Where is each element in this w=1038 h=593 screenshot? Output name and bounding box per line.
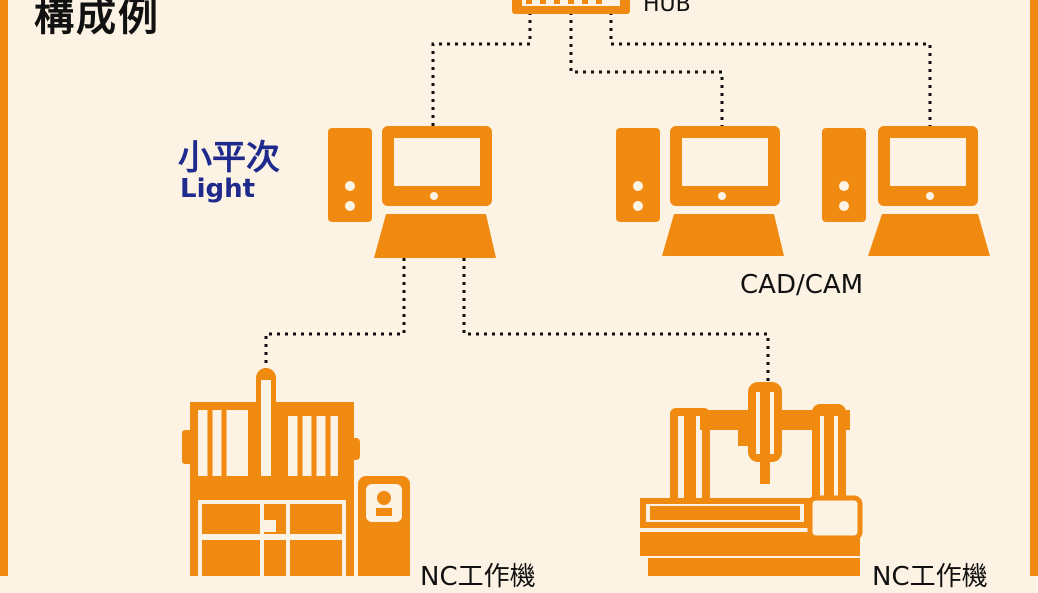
network-diagram (182, 0, 990, 576)
cad-cam-label: CAD/CAM (740, 270, 864, 300)
hub-to-cad-pc-1-line (569, 12, 724, 128)
nc-machine-1-label: NC工作機 (420, 562, 536, 592)
computer-icon (616, 126, 784, 256)
nc-machine-2-label: NC工作機 (872, 562, 988, 592)
diagram-frame (0, 0, 1038, 576)
hub-icon (512, 0, 630, 14)
software-name: 小平次 (178, 138, 280, 178)
connection-lines (264, 12, 932, 382)
pc-to-nc-machine-1-line (264, 258, 406, 370)
hub-to-main-pc-line (431, 12, 532, 130)
computer-icon (328, 126, 496, 258)
nc-machine-icon (182, 368, 410, 576)
software-edition: Light (180, 174, 256, 204)
nc-machine-icon (640, 382, 863, 576)
pc-to-nc-machine-2-line (462, 258, 770, 382)
hub-to-cad-pc-2-line (609, 12, 932, 128)
computer-icon (822, 126, 990, 256)
page-title: 構成例 (34, 0, 160, 40)
hub-label: HUB (643, 0, 691, 17)
